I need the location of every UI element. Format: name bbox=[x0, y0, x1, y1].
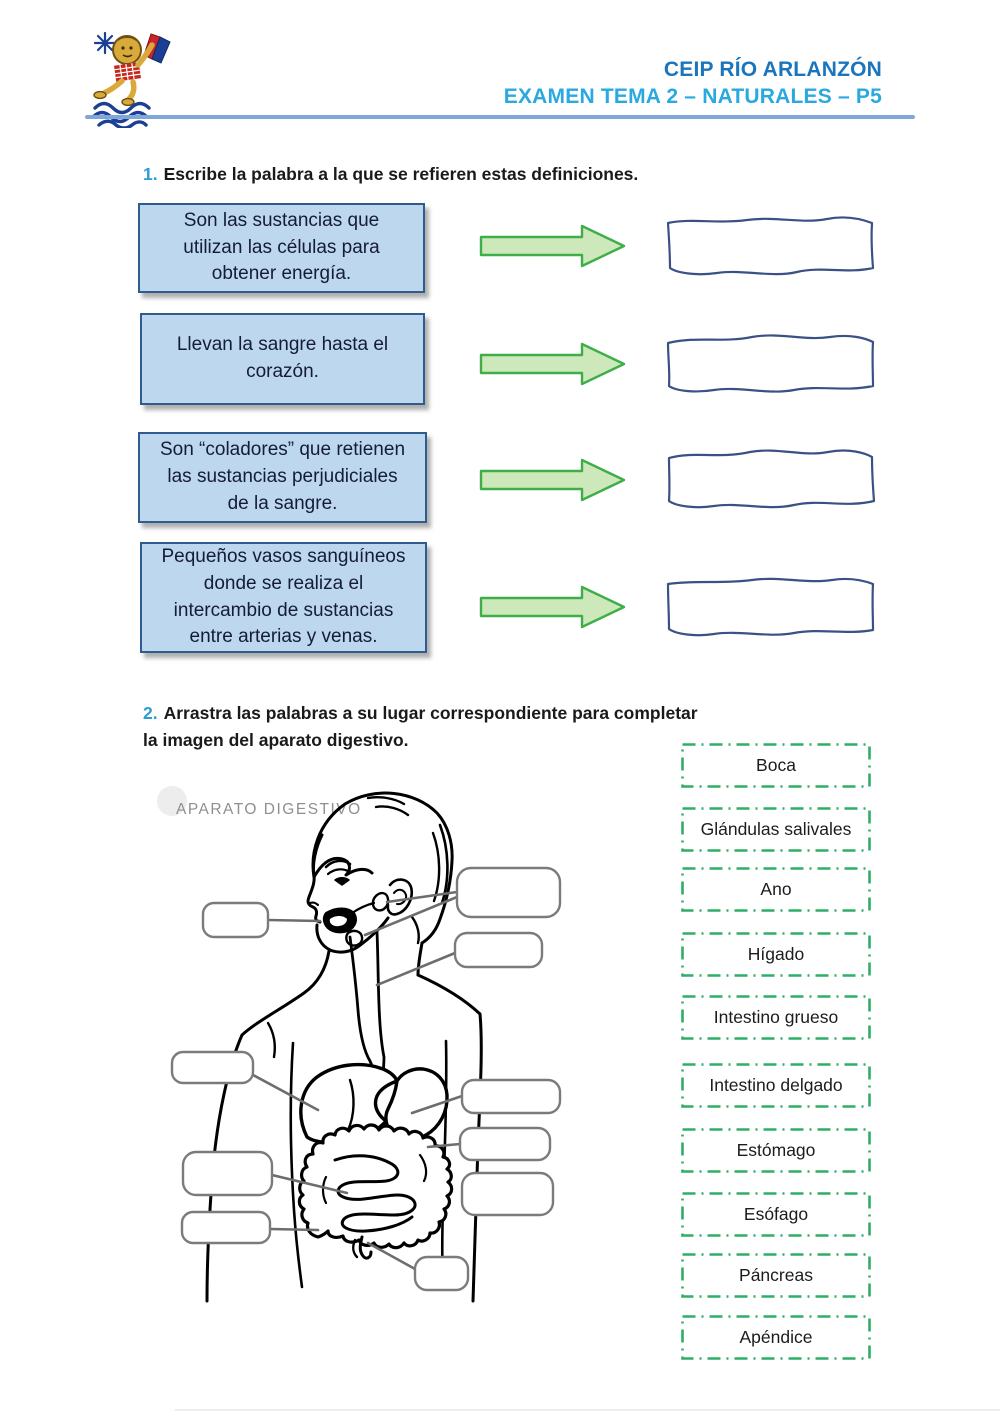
page-bottom-edge bbox=[175, 1409, 1000, 1411]
dash-dot-border bbox=[681, 1063, 871, 1108]
figure-line-art bbox=[205, 791, 483, 1303]
word-chip-boca[interactable]: Boca bbox=[681, 743, 871, 788]
question2-number: 2. bbox=[143, 703, 158, 723]
figure-connector-lines bbox=[251, 890, 464, 1271]
organ-label-box-pancreas[interactable] bbox=[458, 1126, 552, 1162]
word-chip-intestino-delgado[interactable]: Intestino delgado bbox=[681, 1063, 871, 1108]
dash-dot-border bbox=[681, 1253, 871, 1298]
dash-dot-border bbox=[681, 932, 871, 977]
question2-prompt: Arrastra las palabras a su lugar corresp… bbox=[143, 703, 698, 751]
word-chip-intestino-grueso[interactable]: Intestino grueso bbox=[681, 995, 871, 1040]
word-chip-ano[interactable]: Ano bbox=[681, 867, 871, 912]
word-chip-apendice[interactable]: Apéndice bbox=[681, 1315, 871, 1360]
organ-label-box-large-intestine[interactable] bbox=[181, 1150, 274, 1197]
arrow-right-icon bbox=[479, 458, 626, 502]
school-name: CEIP RÍO ARLANZÓN bbox=[663, 58, 882, 81]
dash-dot-border bbox=[681, 1128, 871, 1173]
word-chip-esofago[interactable]: Esófago bbox=[681, 1192, 871, 1237]
organ-label-box-small-intestine[interactable] bbox=[460, 1171, 555, 1217]
organ-label-box-stomach[interactable] bbox=[460, 1078, 562, 1115]
arrow-right-icon bbox=[479, 224, 626, 268]
header-divider bbox=[85, 115, 915, 119]
organ-label-box-mouth[interactable] bbox=[201, 901, 270, 939]
dash-dot-border bbox=[681, 807, 871, 852]
word-chip-estomago[interactable]: Estómago bbox=[681, 1128, 871, 1173]
answer-box[interactable] bbox=[662, 572, 880, 642]
dash-dot-border bbox=[681, 1315, 871, 1360]
word-chip-higado[interactable]: Hígado bbox=[681, 932, 871, 977]
exam-title: EXAMEN TEMA 2 – NATURALES – P5 bbox=[503, 85, 882, 108]
dash-dot-border bbox=[681, 743, 871, 788]
dash-dot-border bbox=[681, 867, 871, 912]
answer-box[interactable] bbox=[662, 329, 880, 399]
organ-label-box-appendix[interactable] bbox=[413, 1255, 470, 1292]
organ-label-box-esophagus[interactable] bbox=[453, 931, 544, 969]
question1-number: 1. bbox=[143, 164, 158, 184]
organ-label-box-liver[interactable] bbox=[170, 1050, 255, 1085]
answer-box[interactable] bbox=[662, 445, 880, 515]
arrow-right-icon bbox=[479, 342, 626, 386]
figure-title: APARATO DIGESTIVO bbox=[176, 801, 362, 818]
organ-label-box-anus[interactable] bbox=[180, 1210, 272, 1245]
arrow-right-icon bbox=[479, 585, 626, 629]
dash-dot-border bbox=[681, 1192, 871, 1237]
definition-box: Son “coladores” que retienen las sustanc… bbox=[138, 432, 427, 523]
digestive-system-figure: APARATO DIGESTIVO bbox=[157, 786, 562, 1303]
organ-label-box-salivary-glands[interactable] bbox=[455, 866, 562, 919]
school-logo bbox=[91, 31, 171, 128]
definition-box: Llevan la sangre hasta el corazón. bbox=[140, 313, 425, 405]
definition-box: Son las sustancias que utilizan las célu… bbox=[138, 203, 425, 293]
figure-title-shadow bbox=[157, 786, 187, 816]
question1-heading: 1.Escribe la palabra a la que se refiere… bbox=[143, 161, 783, 188]
definition-box: Pequeños vasos sanguíneos donde se reali… bbox=[140, 542, 427, 653]
question1-prompt: Escribe la palabra a la que se refieren … bbox=[163, 164, 639, 184]
word-chip-pancreas[interactable]: Páncreas bbox=[681, 1253, 871, 1298]
word-chip-glandulas-salivales[interactable]: Glándulas salivales bbox=[681, 807, 871, 852]
dash-dot-border bbox=[681, 995, 871, 1040]
question2-heading: 2.Arrastra las palabras a su lugar corre… bbox=[143, 700, 708, 754]
answer-box[interactable] bbox=[662, 211, 880, 281]
